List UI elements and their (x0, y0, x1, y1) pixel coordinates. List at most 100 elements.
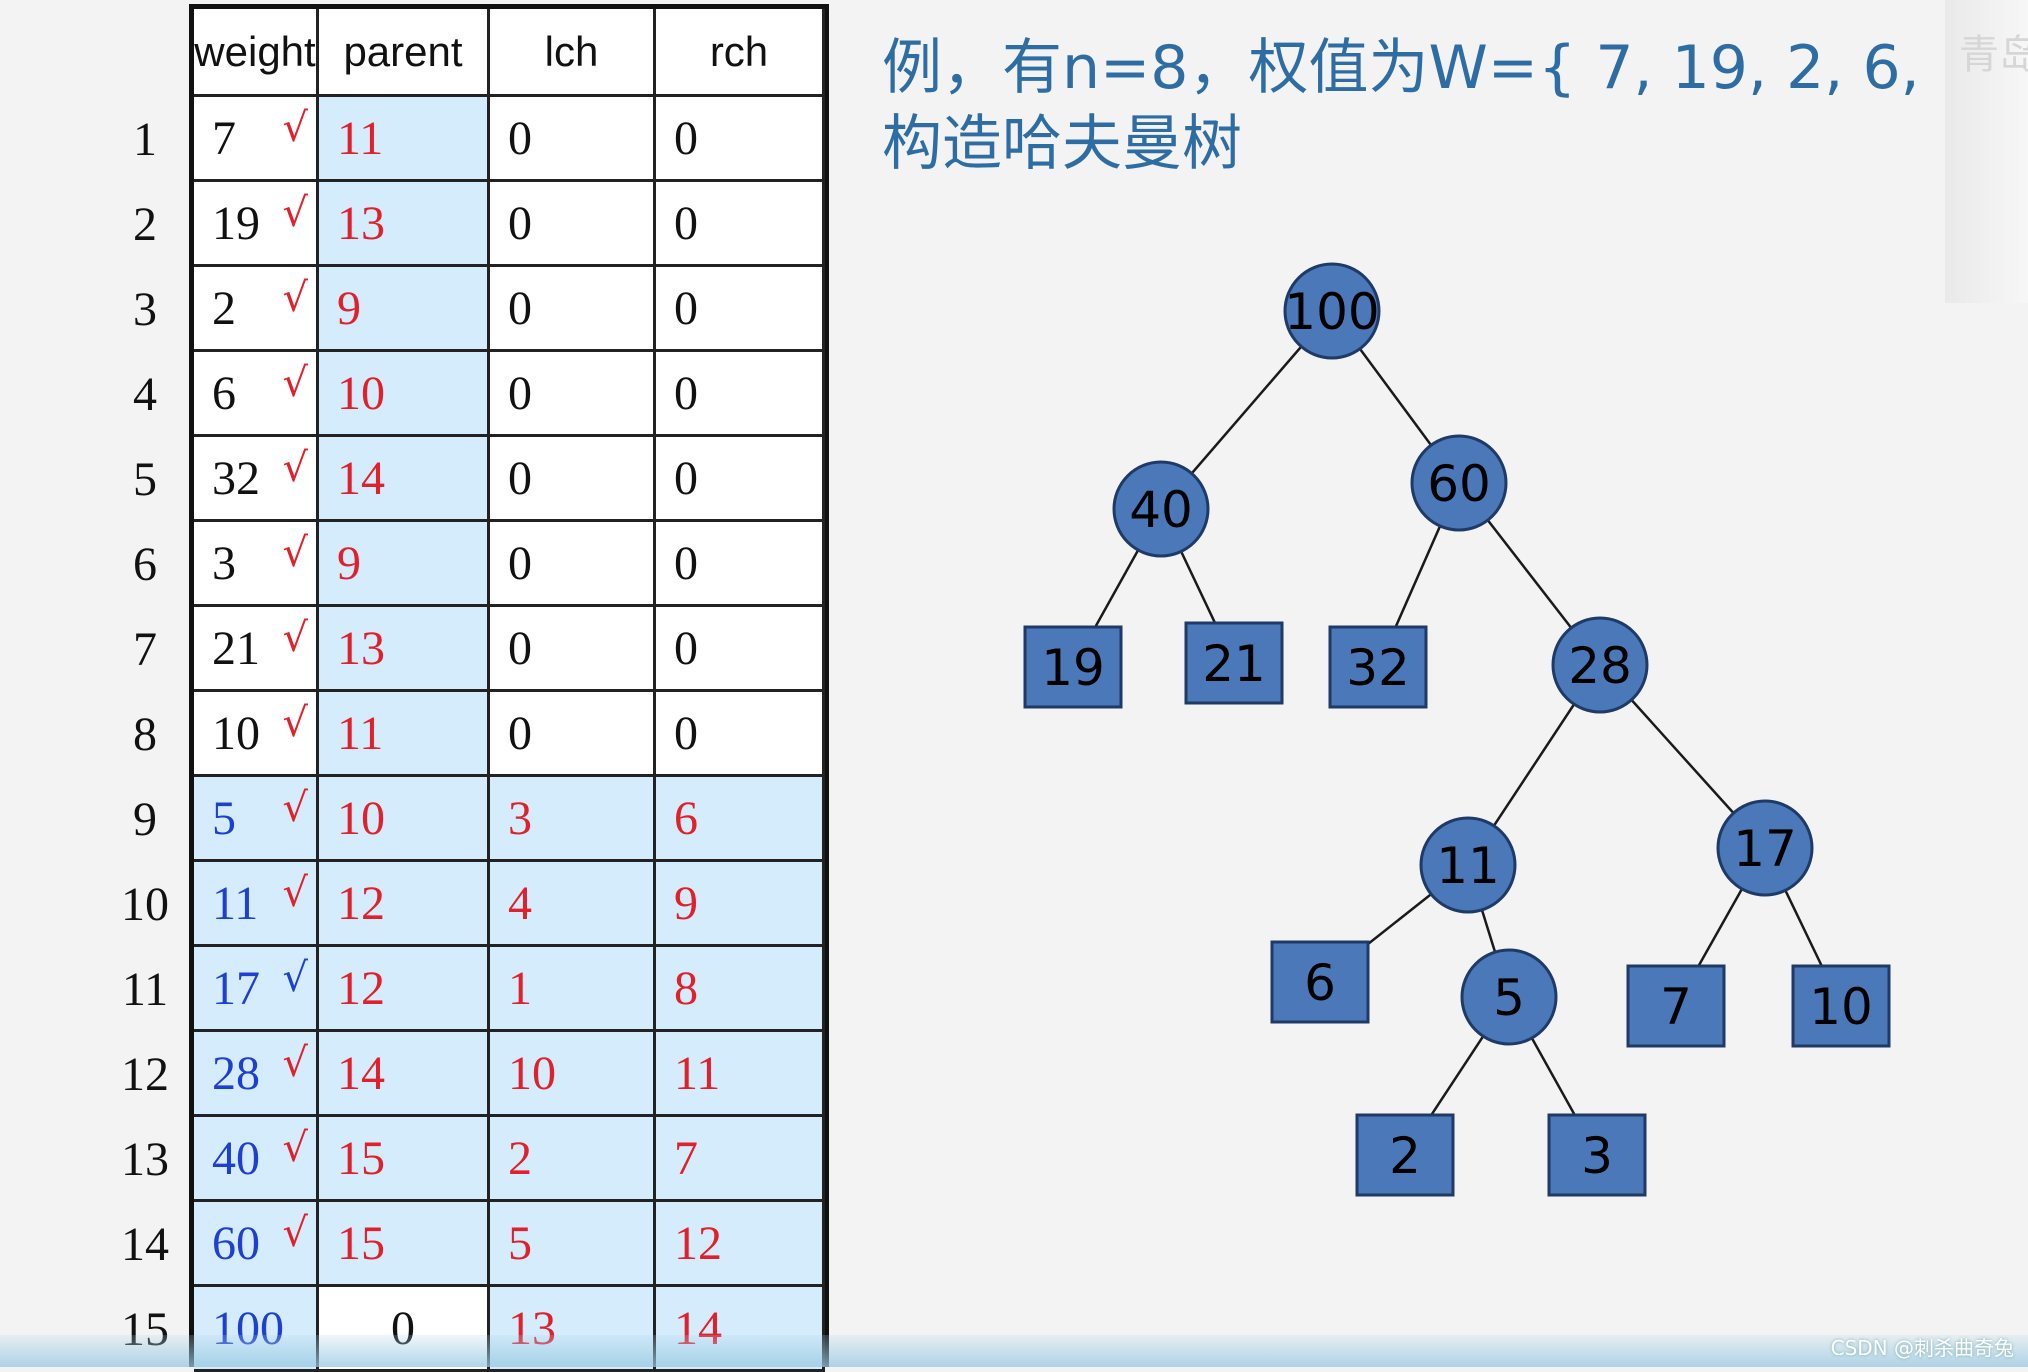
cell-rch: 6 (656, 777, 825, 862)
tree-node-label: 19 (1041, 639, 1105, 697)
parent-value: 9 (337, 281, 361, 335)
tree-node-label: 40 (1129, 481, 1193, 539)
tree-leaf-box (1184, 621, 1284, 705)
header-weight: weight (194, 9, 319, 97)
cell-rch: 0 (656, 437, 825, 522)
header-parent: parent (319, 9, 490, 97)
tree-leaf-box (1547, 1113, 1647, 1197)
rch-value: 0 (674, 281, 698, 335)
cell-rch: 0 (656, 692, 825, 777)
row-index: 10 (121, 878, 169, 931)
row-index: 7 (133, 623, 157, 676)
cell-lch: 0 (490, 267, 656, 352)
cell-lch: 1 (490, 947, 656, 1032)
check-mark-icon: √ (282, 1125, 309, 1171)
tree-node-label: 100 (1284, 283, 1379, 341)
cell-weight: 7√ (194, 97, 319, 182)
tree-node-circle (1551, 616, 1649, 714)
rch-value: 8 (674, 961, 698, 1015)
tree-node-label: 11 (1436, 837, 1500, 895)
parent-value: 11 (337, 706, 384, 760)
tree-node-label: 3 (1581, 1127, 1613, 1185)
cell-lch: 3 (490, 777, 656, 862)
weight-value: 11 (212, 876, 259, 930)
check-mark-icon: √ (282, 700, 309, 746)
tree-node-circle (1112, 460, 1210, 558)
lch-value: 4 (508, 876, 532, 930)
cell-weight: 40 √ (194, 1117, 319, 1202)
tree-node-label: 28 (1568, 637, 1632, 695)
tree-node-circle (1460, 948, 1558, 1046)
cell-lch: 0 (490, 437, 656, 522)
lch-value: 3 (508, 791, 532, 845)
rch-value: 0 (674, 196, 698, 250)
weight-value: 40 (212, 1131, 260, 1185)
lch-value: 0 (508, 281, 532, 335)
cell-parent: 9 (319, 522, 490, 607)
rch-value: 9 (674, 876, 698, 930)
cell-lch: 0 (490, 692, 656, 777)
check-mark-icon: √ (282, 785, 309, 831)
parent-value: 9 (337, 536, 361, 590)
parent-value: 13 (337, 196, 385, 250)
row-index: 8 (133, 708, 157, 761)
weight-value: 5 (212, 791, 236, 845)
check-mark-icon: √ (282, 530, 309, 576)
cell-weight: 10√ (194, 692, 319, 777)
parent-value: 10 (337, 791, 385, 845)
cell-weight: 60√ (194, 1202, 319, 1287)
cell-lch: 0 (490, 607, 656, 692)
tree-leaf-box (1023, 625, 1123, 709)
row-index: 3 (133, 283, 157, 336)
cell-rch: 7 (656, 1117, 825, 1202)
lch-value: 0 (508, 111, 532, 165)
tree-leaf-box (1270, 940, 1370, 1024)
weight-value: 7 (212, 111, 236, 165)
cell-parent: 12 (319, 947, 490, 1032)
video-thumbnail: 青岛 (1945, 0, 2028, 303)
cell-parent: 9 (319, 267, 490, 352)
tree-node-label: 10 (1809, 978, 1873, 1036)
parent-value: 12 (337, 876, 385, 930)
lch-value: 0 (508, 451, 532, 505)
cell-parent: 14 (319, 437, 490, 522)
header-lch: lch (490, 9, 656, 97)
cell-parent: 10 (319, 352, 490, 437)
cell-rch: 0 (656, 522, 825, 607)
title-line-2: 构造哈夫曼树 (882, 109, 1242, 179)
row-index: 12 (121, 1048, 169, 1101)
weight-value: 28 (212, 1046, 260, 1100)
cell-parent: 12 (319, 862, 490, 947)
lch-value: 0 (508, 706, 532, 760)
lch-value: 0 (508, 536, 532, 590)
row-index: 4 (133, 368, 157, 421)
cell-parent: 13 (319, 607, 490, 692)
check-mark-icon: √ (282, 445, 309, 491)
cell-parent: 14 (319, 1032, 490, 1117)
weight-value: 6 (212, 366, 236, 420)
cell-rch: 0 (656, 607, 825, 692)
cell-rch: 11 (656, 1032, 825, 1117)
cell-lch: 10 (490, 1032, 656, 1117)
cell-rch: 0 (656, 97, 825, 182)
check-mark-icon: √ (282, 105, 309, 151)
parent-value: 14 (337, 451, 385, 505)
weight-value: 3 (212, 536, 236, 590)
cell-parent: 10 (319, 777, 490, 862)
parent-value: 13 (337, 621, 385, 675)
cell-rch: 9 (656, 862, 825, 947)
cell-weight: 32√ (194, 437, 319, 522)
tree-node-label: 7 (1660, 978, 1692, 1036)
tree-node-circle (1716, 799, 1814, 897)
rch-value: 0 (674, 111, 698, 165)
weight-value: 21 (212, 621, 260, 675)
cell-rch: 0 (656, 352, 825, 437)
tree-node-circle (1283, 262, 1381, 360)
tree-node-label: 6 (1304, 954, 1336, 1012)
bottom-wave-decoration (0, 1335, 2028, 1367)
tree-node-label: 2 (1389, 1127, 1421, 1185)
parent-value: 15 (337, 1131, 385, 1185)
cell-lch: 0 (490, 97, 656, 182)
tree-node-label: 5 (1493, 969, 1525, 1027)
